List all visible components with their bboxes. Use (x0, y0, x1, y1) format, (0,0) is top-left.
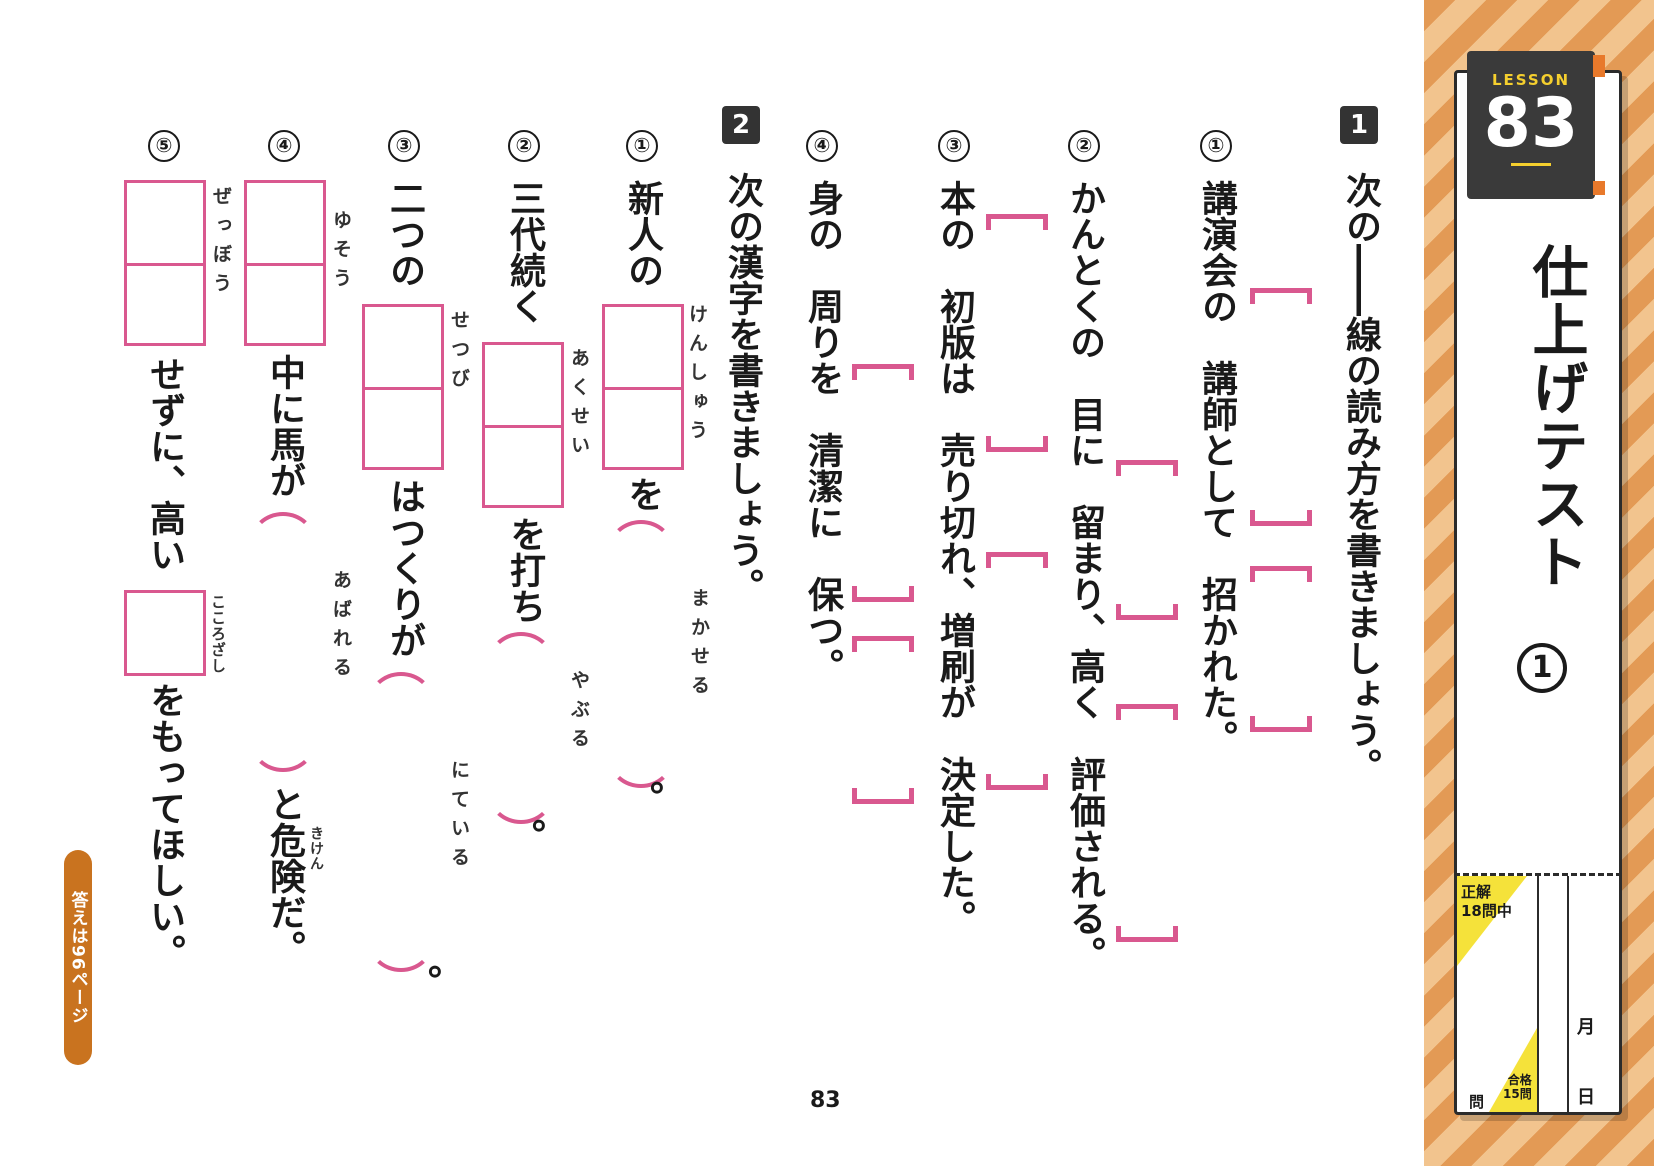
lesson-label: LESSON (1491, 71, 1571, 89)
title-number: 1 (1517, 643, 1567, 693)
s2-q2-pre: 三代続く (504, 180, 545, 324)
pass-label: 合格 15問 (1503, 1073, 1532, 1101)
s1-q4-answer-a-bottom (852, 586, 914, 602)
s2-q5-hint-2: こころざし (209, 594, 227, 674)
s2-q1-pre: 新人の (622, 180, 663, 288)
s2-q4-number: ④ (268, 130, 300, 162)
s2-q5-post: をもってほしい。 (144, 682, 185, 970)
s2-q2-paren-bottom (488, 794, 554, 824)
score-label: 正解 18問中 (1461, 883, 1512, 921)
month-label: 月 (1577, 1017, 1595, 1038)
s2-q5-hint-1: ぜっぼう (210, 186, 232, 302)
s2-q4-ruby: きけん (308, 826, 324, 871)
s2-q4-paren-top[interactable] (250, 512, 316, 542)
score-divider (1454, 873, 1622, 876)
s2-q1-kanji-box[interactable] (602, 304, 684, 470)
day-label: 日 (1577, 1087, 1595, 1108)
s2-q4-paren-bottom (250, 742, 316, 772)
score-label-correct: 正解 (1461, 883, 1492, 901)
s1-q1-answer-a-bottom (1250, 510, 1312, 526)
page-number: 83 (810, 1088, 841, 1113)
score-label-total: 18問中 (1461, 902, 1512, 920)
s1-q4-answer-b-top[interactable] (852, 636, 914, 652)
answer-page-tab: 答えは96ページ (64, 850, 92, 1065)
s2-q1-post: 。 (622, 780, 663, 816)
s2-q2-paren-top[interactable] (488, 632, 554, 662)
pass-label-count: 15問 (1503, 1087, 1532, 1101)
s2-q5-mid: せずに、高い (144, 356, 185, 572)
s1-q4-number: ④ (806, 130, 838, 162)
s2-q5-kanji-box-b[interactable] (124, 590, 206, 676)
s2-q1-hint-2: まかせる (688, 588, 710, 704)
sidebar-stripe: LESSON 83 仕上げテスト 1 正解 18問中 月 日 合格 15問 問 (1424, 0, 1654, 1166)
s2-q2-number: ② (508, 130, 540, 162)
s2-q3-paren-bottom (368, 942, 434, 972)
s1-q4-answer-a-top[interactable] (852, 364, 914, 380)
s2-q3-post: 。 (400, 964, 441, 1000)
side-panel: LESSON 83 仕上げテスト 1 正解 18問中 月 日 合格 15問 問 (1454, 51, 1622, 1115)
s1-q2-text: かんとくの 目に 留まり、高く 評価される。 (1064, 180, 1105, 972)
date-column-line (1567, 876, 1569, 1112)
s2-q3-kanji-box[interactable] (362, 304, 444, 470)
lesson-badge: LESSON 83 (1467, 51, 1605, 199)
s2-q2-hint-1: あくせい (568, 348, 590, 464)
s1-q3-text: 本の 初版は 売り切れ、増刷が 決定した。 (934, 180, 975, 936)
section-2-instruction: 次の漢字を書きましょう。 (722, 172, 763, 604)
badge-tab (1593, 55, 1605, 77)
s2-q3-pre: 二つの (384, 180, 425, 288)
s2-q1-paren-bottom (608, 758, 674, 788)
lesson-number: 83 (1483, 84, 1579, 163)
s2-q2-post: 。 (504, 818, 545, 854)
s1-q2-answer-b-bottom (1116, 926, 1178, 942)
s1-q1-number: ① (1200, 130, 1232, 162)
s2-q4-mid: 中に馬が (264, 354, 305, 498)
s1-q4-answer-b-bottom (852, 788, 914, 804)
s2-q4-post: と危険だ。 (264, 786, 305, 966)
s2-q5-kanji-box-a[interactable] (124, 180, 206, 346)
pass-label-text: 合格 (1507, 1073, 1532, 1087)
s2-q3-hint-1: せつび (448, 310, 470, 397)
s2-q4-hint-2: あばれる (330, 570, 352, 686)
s2-q1-paren-top[interactable] (608, 520, 674, 550)
lesson-underline (1511, 163, 1551, 166)
s1-q2-number: ② (1068, 130, 1100, 162)
s1-q2-answer-b-top[interactable] (1116, 704, 1178, 720)
s2-q4-hint-1: ゆそう (330, 210, 352, 297)
pass-corner (1489, 1028, 1537, 1112)
s2-q5-number: ⑤ (148, 130, 180, 162)
section-1-instruction: 次の――線の読み方を書きましょう。 (1340, 172, 1381, 784)
s1-q1-text: 講演会の 講師として 招かれた。 (1196, 180, 1237, 756)
s1-q2-answer-a-bottom (1116, 604, 1178, 620)
s2-q3-mid: はつくりが (384, 478, 425, 658)
section-1-mark: 1 (1340, 106, 1378, 144)
page-title: 仕上げテスト (1523, 243, 1588, 591)
s2-q1-hint-1: けんしゅう (686, 304, 708, 449)
s2-q2-hint-2: やぶる (568, 670, 590, 757)
question-unit: 問 (1469, 1093, 1485, 1111)
s2-q4-kanji-box[interactable] (244, 180, 326, 346)
s2-q2-kanji-box[interactable] (482, 342, 564, 508)
s2-q3-number: ③ (388, 130, 420, 162)
s1-q3-answer-a-bottom (986, 436, 1048, 452)
s1-q1-answer-a-top[interactable] (1250, 288, 1312, 304)
score-column-line (1537, 876, 1539, 1112)
s1-q4-text: 身の 周りを 清潔に 保つ。 (802, 180, 843, 684)
s1-q3-answer-a-top[interactable] (986, 214, 1048, 230)
s1-q1-answer-b-top[interactable] (1250, 566, 1312, 582)
s1-q3-number: ③ (938, 130, 970, 162)
s2-q1-mid: を (622, 476, 663, 512)
s2-q3-hint-2: にている (448, 760, 470, 876)
s2-q1-number: ① (626, 130, 658, 162)
score-corner (1457, 876, 1527, 966)
badge-tab-bottom (1593, 181, 1605, 195)
s1-q1-answer-b-bottom (1250, 716, 1312, 732)
section-2-mark: 2 (722, 106, 760, 144)
s2-q3-paren-top[interactable] (368, 672, 434, 702)
s1-q2-answer-a-top[interactable] (1116, 460, 1178, 476)
s1-q3-answer-b-top[interactable] (986, 552, 1048, 568)
s2-q2-mid: を打ち (504, 516, 545, 624)
s1-q3-answer-b-bottom (986, 774, 1048, 790)
